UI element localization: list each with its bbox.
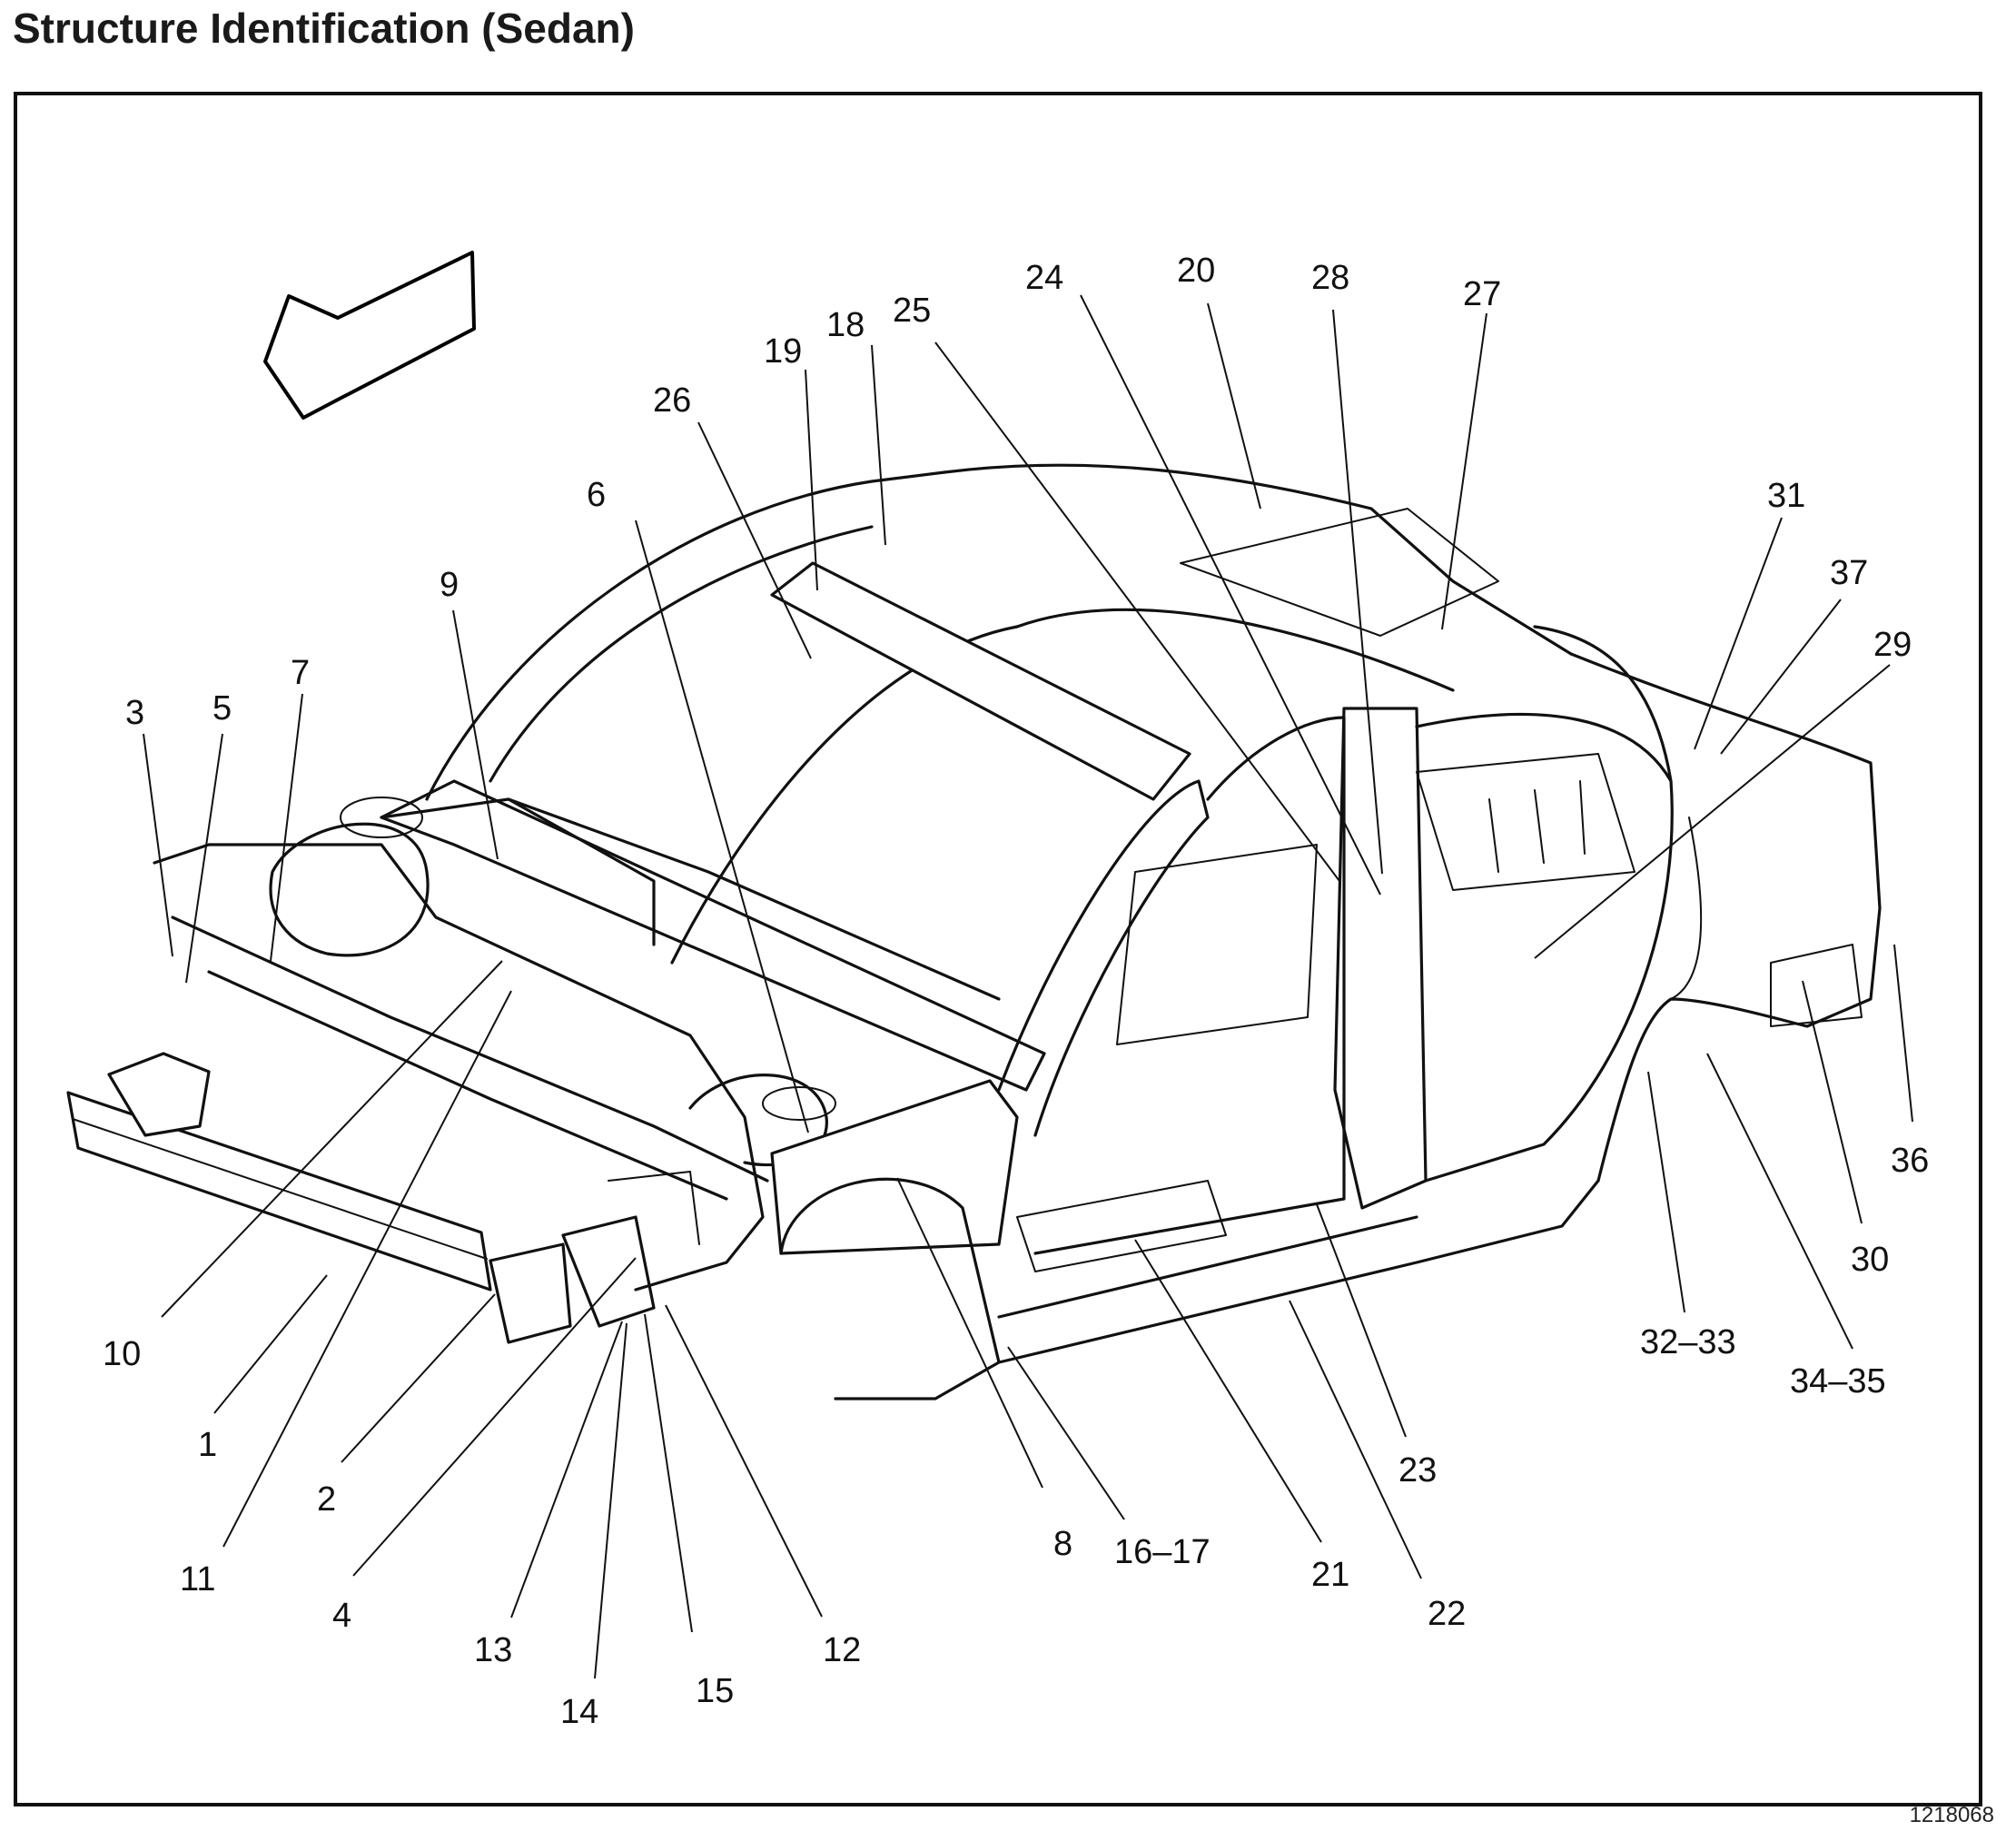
callout-18: 18 [826,306,865,344]
callout-12: 12 [823,1631,861,1669]
callout-13: 13 [474,1631,512,1669]
callout-16-17: 16–17 [1114,1533,1211,1571]
callout-20: 20 [1177,252,1215,290]
callout-30: 30 [1851,1241,1889,1279]
callout-3: 3 [125,694,144,732]
callout-5: 5 [212,689,232,727]
callout-21: 21 [1311,1556,1349,1594]
callout-37: 37 [1830,554,1868,592]
callout-7: 7 [291,654,310,692]
callout-26: 26 [653,381,691,420]
figure-id: 1218068 [1909,1803,1994,1827]
callout-1: 1 [198,1426,217,1464]
callout-31: 31 [1767,477,1805,515]
callout-labels: 1 2 3 4 5 6 7 8 9 10 11 12 13 14 15 16–1… [103,252,1929,1731]
callout-34-35: 34–35 [1790,1362,1886,1400]
callout-2: 2 [317,1480,336,1519]
callout-4: 4 [332,1597,351,1635]
callout-32-33: 32–33 [1640,1323,1736,1361]
leader-lines [143,294,1913,1679]
callout-29: 29 [1873,626,1912,664]
callout-28: 28 [1311,259,1349,297]
callout-24: 24 [1025,259,1063,297]
callout-10: 10 [103,1335,141,1373]
body-structure [66,463,1882,1400]
callout-9: 9 [440,566,459,604]
callout-15: 15 [696,1672,734,1710]
callout-14: 14 [560,1693,598,1731]
callout-23: 23 [1398,1451,1437,1490]
callout-6: 6 [587,476,606,514]
callout-19: 19 [764,332,802,371]
callout-27: 27 [1463,275,1501,313]
callout-11: 11 [180,1560,215,1598]
callout-8: 8 [1053,1525,1072,1563]
callout-25: 25 [893,292,931,330]
callout-22: 22 [1428,1595,1466,1633]
front-direction-arrow-icon [263,251,476,420]
callout-36: 36 [1891,1142,1929,1180]
page-title: Structure Identification (Sedan) [13,5,635,52]
diagram-frame [14,92,1982,1806]
